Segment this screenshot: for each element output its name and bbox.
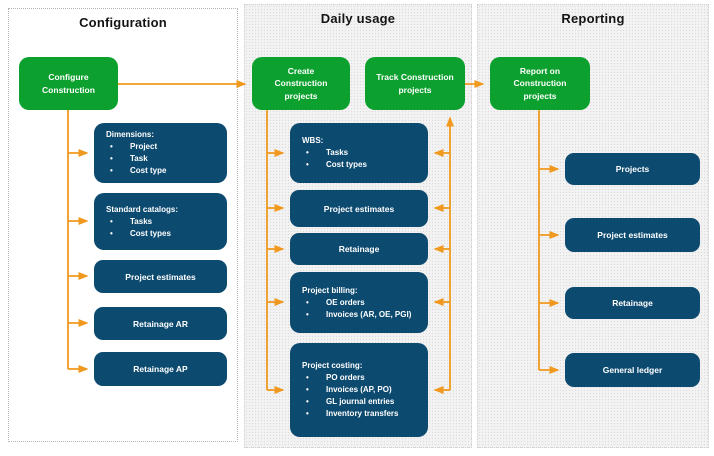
standard-catalogs-item-label: Cost types xyxy=(130,228,171,238)
bullet-icon: • xyxy=(110,228,113,238)
dimensions-item: • Task xyxy=(106,153,148,165)
node-wbs: WBS: • Tasks • Cost types xyxy=(290,123,428,183)
dimensions-item: • Cost type xyxy=(106,165,166,177)
node-create-construction-projects: Create Construction projects xyxy=(252,57,350,110)
dimensions-heading: Dimensions: xyxy=(106,130,155,139)
project-billing-item-label: Invoices (AR, OE, PGI) xyxy=(326,309,412,319)
standard-catalogs-heading: Standard catalogs: xyxy=(106,204,179,214)
bullet-icon: • xyxy=(110,142,113,151)
node-dimensions: Dimensions: • Project • Task • Cost type xyxy=(94,123,227,183)
node-configure-construction: Configure Construction xyxy=(19,57,118,110)
reporting-panel-title: Reporting xyxy=(561,11,625,26)
bullet-icon: • xyxy=(306,160,309,169)
dimensions-item-label: Project xyxy=(130,142,158,151)
node-report-on-construction-projects: Report on Construction projects xyxy=(490,57,590,110)
project-costing-item: • GL journal entries xyxy=(302,396,394,408)
node-retainage-ar: Retainage AR xyxy=(94,307,227,340)
project-billing-heading: Project billing: xyxy=(302,285,358,295)
standard-catalogs-item-label: Tasks xyxy=(130,216,153,226)
node-project-estimates-config: Project estimates xyxy=(94,260,227,293)
wbs-item: • Cost types xyxy=(302,159,367,171)
bullet-icon: • xyxy=(306,297,309,307)
dimensions-item: • Project xyxy=(106,141,157,153)
bullet-icon: • xyxy=(306,309,309,319)
wbs-item-label: Tasks xyxy=(326,148,349,157)
node-project-estimates-daily: Project estimates xyxy=(290,190,428,227)
bullet-icon: • xyxy=(306,409,309,418)
node-projects-report: Projects xyxy=(565,153,700,185)
node-general-ledger: General ledger xyxy=(565,353,700,387)
bullet-icon: • xyxy=(306,385,309,394)
node-project-estimates-report: Project estimates xyxy=(565,218,700,252)
project-billing-item: • Invoices (AR, OE, PGI) xyxy=(302,309,411,321)
node-retainage-daily: Retainage xyxy=(290,233,428,265)
bullet-icon: • xyxy=(110,216,113,226)
wbs-heading: WBS: xyxy=(302,136,324,145)
node-standard-catalogs: Standard catalogs: • Tasks • Cost types xyxy=(94,193,227,250)
configuration-panel-title: Configuration xyxy=(79,15,167,30)
project-costing-item-label: Inventory transfers xyxy=(326,409,399,418)
bullet-icon: • xyxy=(306,397,309,406)
project-billing-item-label: OE orders xyxy=(326,297,365,307)
bullet-icon: • xyxy=(110,166,113,175)
node-retainage-ap: Retainage AP xyxy=(94,352,227,386)
node-project-costing: Project costing: • PO orders • Invoices … xyxy=(290,343,428,437)
node-track-construction-projects: Track Construction projects xyxy=(365,57,465,110)
project-costing-heading: Project costing: xyxy=(302,361,363,370)
project-costing-item: • Invoices (AP, PO) xyxy=(302,384,392,396)
standard-catalogs-item: • Cost types xyxy=(106,228,171,240)
node-retainage-report: Retainage xyxy=(565,287,700,319)
standard-catalogs-item: • Tasks xyxy=(106,216,152,228)
bullet-icon: • xyxy=(306,148,309,157)
wbs-item: • Tasks xyxy=(302,147,348,159)
project-costing-item-label: PO orders xyxy=(326,373,365,382)
bullet-icon: • xyxy=(110,154,113,163)
daily-usage-panel-title: Daily usage xyxy=(320,11,396,26)
project-costing-item: • PO orders xyxy=(302,372,365,384)
project-costing-item: • Inventory transfers xyxy=(302,408,398,420)
dimensions-item-label: Task xyxy=(130,154,148,163)
bullet-icon: • xyxy=(306,373,309,382)
project-costing-item-label: GL journal entries xyxy=(326,397,395,406)
project-billing-item: • OE orders xyxy=(302,297,365,309)
node-project-billing: Project billing: • OE orders • Invoices … xyxy=(290,272,428,333)
project-costing-item-label: Invoices (AP, PO) xyxy=(326,385,392,394)
wbs-item-label: Cost types xyxy=(326,160,367,169)
dimensions-item-label: Cost type xyxy=(130,166,167,175)
